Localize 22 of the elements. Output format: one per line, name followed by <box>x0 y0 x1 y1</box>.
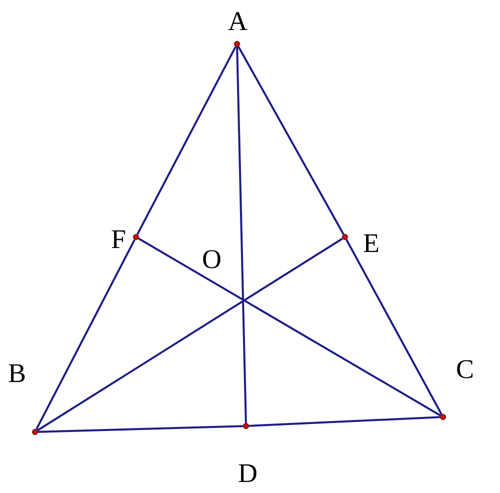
point-label: E <box>363 230 380 257</box>
point-dot <box>243 423 249 429</box>
point-label: B <box>8 360 26 387</box>
point-dot <box>32 429 38 435</box>
line-segment <box>248 416 440 427</box>
line-segment <box>236 46 247 424</box>
point-dot <box>342 234 348 240</box>
point-label: A <box>228 8 248 35</box>
point-dot <box>440 414 446 420</box>
point-dot <box>133 234 139 240</box>
point-label: C <box>456 356 474 383</box>
point-dot <box>234 41 240 47</box>
line-segment <box>138 238 441 416</box>
line-segment <box>136 46 236 235</box>
point-label: O <box>202 246 222 273</box>
line-segment <box>238 46 344 235</box>
point-label: D <box>238 460 258 487</box>
line-segment <box>36 239 136 430</box>
line-segment <box>346 239 442 415</box>
line-segment <box>37 238 343 432</box>
point-label: F <box>111 226 126 253</box>
line-segment <box>38 425 244 433</box>
